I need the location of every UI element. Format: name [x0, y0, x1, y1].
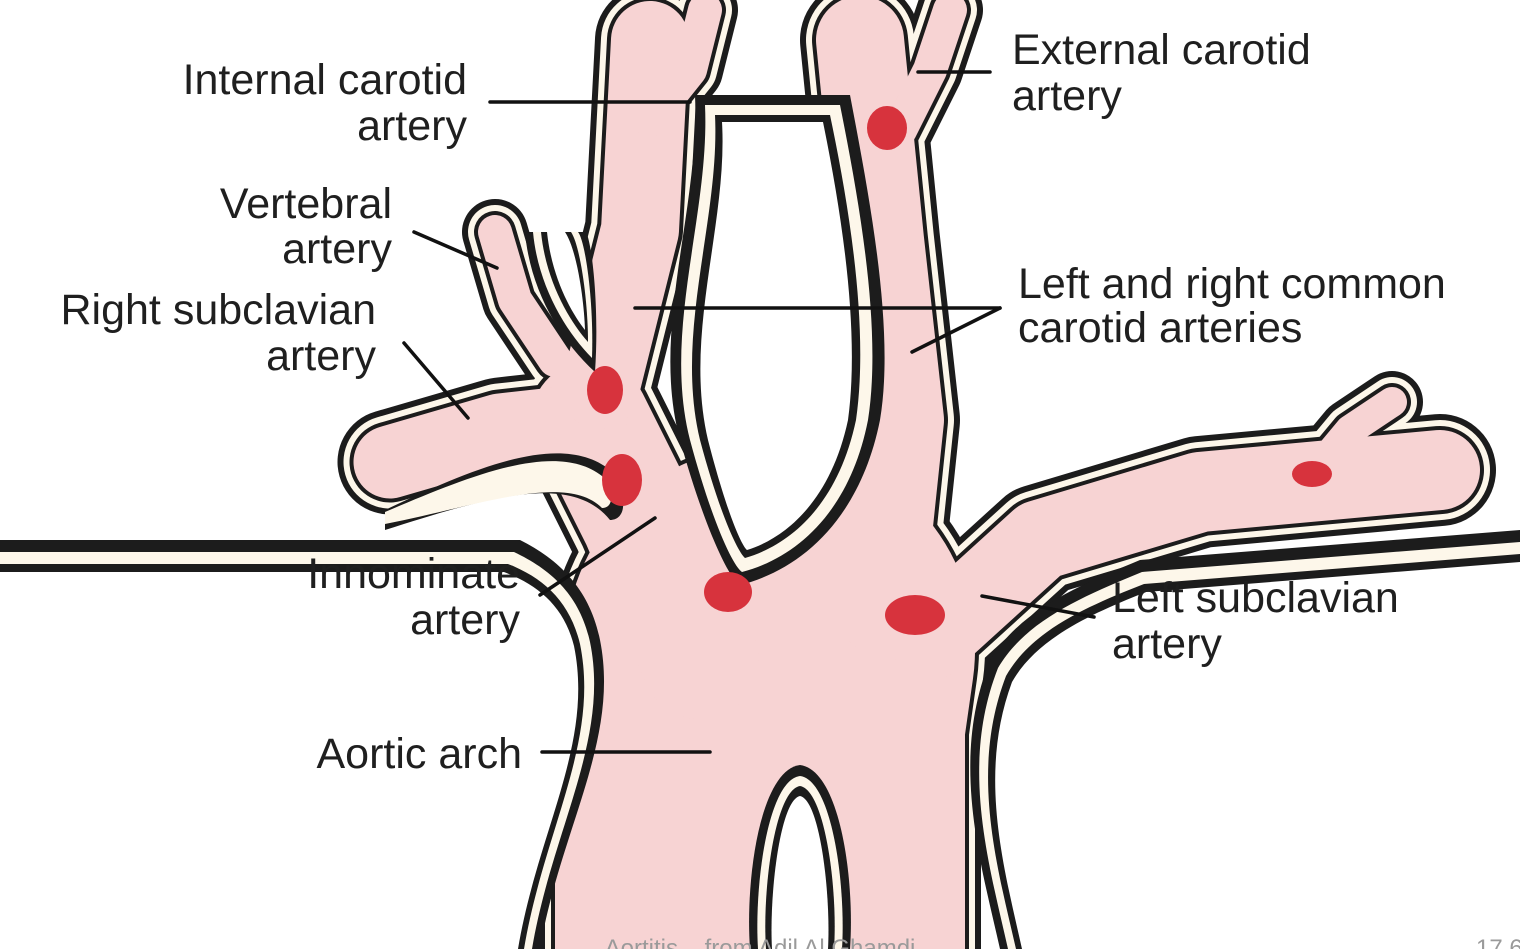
plaque-vertebral-origin: [587, 366, 623, 414]
plaque-left-subclavian-branch: [1292, 461, 1332, 487]
label-common-carotids-line1: Left and right common: [1018, 260, 1446, 308]
plaque-common-carotid-right: [704, 572, 752, 612]
label-external-carotid-line1: External carotid: [1012, 26, 1311, 74]
label-innominate-line2: artery: [410, 596, 520, 644]
label-right-subclavian-line1: Right subclavian: [60, 286, 376, 334]
plaque-external-carotid: [867, 106, 907, 150]
label-innominate-line1: Innominate: [307, 550, 520, 598]
label-internal-carotid-line1: Internal carotid: [183, 56, 467, 104]
footer-page-number: 17 6: [1476, 935, 1520, 949]
label-vertebral-line1: Vertebral: [220, 180, 392, 228]
label-common-carotids-line2: carotid arteries: [1018, 304, 1302, 352]
vessel-tree: [0, 10, 1520, 949]
label-right-subclavian-line2: artery: [266, 332, 376, 380]
plaque-common-carotid-left: [885, 595, 945, 635]
label-external-carotid-line2: artery: [1012, 72, 1122, 120]
label-left-subclavian-line1: Left subclavian: [1112, 574, 1399, 622]
label-vertebral-line2: artery: [282, 225, 392, 273]
label-internal-carotid-line2: artery: [357, 102, 467, 150]
plaque-innominate: [602, 454, 642, 506]
footer-source: Aortitis... from Adil Al Ghamdi: [605, 935, 916, 949]
label-left-subclavian-line2: artery: [1112, 620, 1222, 668]
label-aortic-arch: Aortic arch: [316, 730, 522, 778]
